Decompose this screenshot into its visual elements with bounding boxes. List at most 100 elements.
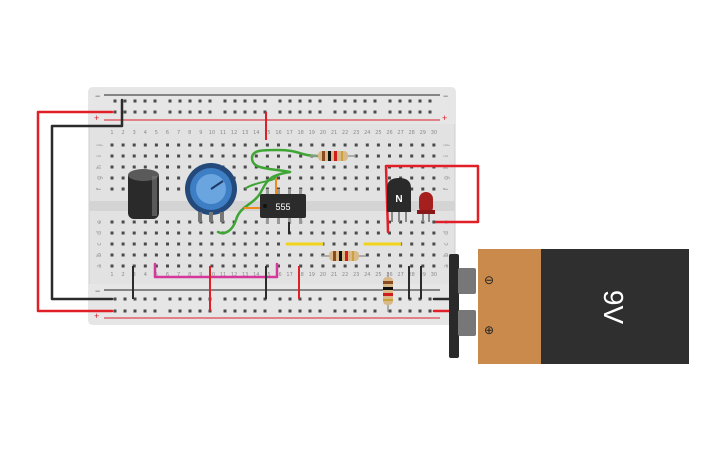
breadboard-hole[interactable] — [354, 154, 358, 158]
breadboard-hole[interactable] — [123, 297, 127, 301]
breadboard-hole[interactable] — [208, 99, 212, 103]
breadboard-hole[interactable] — [210, 154, 214, 158]
breadboard-hole[interactable] — [143, 264, 147, 268]
breadboard-hole[interactable] — [110, 220, 114, 224]
breadboard-hole[interactable] — [388, 309, 392, 313]
breadboard-hole[interactable] — [288, 309, 292, 313]
breadboard-hole[interactable] — [343, 220, 347, 224]
breadboard-hole[interactable] — [432, 187, 436, 191]
breadboard-hole[interactable] — [113, 110, 117, 114]
breadboard-hole[interactable] — [432, 253, 436, 257]
breadboard-hole[interactable] — [421, 154, 425, 158]
breadboard-hole[interactable] — [113, 297, 117, 301]
breadboard-hole[interactable] — [188, 110, 192, 114]
breadboard-hole[interactable] — [410, 231, 414, 235]
breadboard-hole[interactable] — [399, 143, 403, 147]
breadboard-hole[interactable] — [432, 231, 436, 235]
breadboard-hole[interactable] — [310, 143, 314, 147]
breadboard-hole[interactable] — [177, 242, 181, 246]
breadboard-hole[interactable] — [210, 253, 214, 257]
breadboard-hole[interactable] — [154, 264, 158, 268]
breadboard-hole[interactable] — [373, 297, 377, 301]
breadboard-hole[interactable] — [110, 187, 114, 191]
breadboard-hole[interactable] — [354, 187, 358, 191]
breadboard-hole[interactable] — [110, 231, 114, 235]
breadboard-hole[interactable] — [428, 99, 432, 103]
breadboard-hole[interactable] — [332, 220, 336, 224]
breadboard-hole[interactable] — [123, 99, 127, 103]
resistor-top[interactable] — [310, 151, 356, 161]
breadboard-hole[interactable] — [153, 309, 157, 313]
breadboard-hole[interactable] — [121, 231, 125, 235]
breadboard-hole[interactable] — [343, 297, 347, 301]
breadboard-hole[interactable] — [243, 253, 247, 257]
breadboard-hole[interactable] — [154, 143, 158, 147]
breadboard-hole[interactable] — [232, 154, 236, 158]
breadboard-hole[interactable] — [210, 242, 214, 246]
breadboard-hole[interactable] — [428, 309, 432, 313]
breadboard-hole[interactable] — [373, 110, 377, 114]
breadboard-hole[interactable] — [343, 143, 347, 147]
breadboard-hole[interactable] — [321, 176, 325, 180]
breadboard-hole[interactable] — [288, 99, 292, 103]
breadboard-hole[interactable] — [277, 165, 280, 169]
breadboard-hole[interactable] — [223, 110, 227, 114]
breadboard-hole[interactable] — [254, 154, 258, 158]
breadboard-hole[interactable] — [143, 309, 147, 313]
breadboard-hole[interactable] — [333, 110, 337, 114]
breadboard-hole[interactable] — [308, 110, 312, 114]
breadboard-hole[interactable] — [178, 99, 182, 103]
breadboard-hole[interactable] — [168, 110, 172, 114]
breadboard-hole[interactable] — [365, 187, 369, 191]
breadboard-hole[interactable] — [332, 165, 336, 169]
breadboard-hole[interactable] — [153, 297, 157, 301]
breadboard-hole[interactable] — [333, 99, 337, 103]
breadboard-hole[interactable] — [432, 143, 436, 147]
breadboard-hole[interactable] — [168, 99, 172, 103]
breadboard-hole[interactable] — [254, 220, 258, 224]
breadboard-hole[interactable] — [132, 165, 136, 169]
breadboard-hole[interactable] — [388, 220, 391, 224]
breadboard-hole[interactable] — [210, 264, 214, 268]
breadboard-hole[interactable] — [353, 99, 357, 103]
breadboard-hole[interactable] — [365, 264, 369, 268]
breadboard-hole[interactable] — [388, 154, 391, 158]
breadboard-hole[interactable] — [253, 309, 257, 313]
breadboard-hole[interactable] — [318, 309, 322, 313]
breadboard-hole[interactable] — [398, 99, 402, 103]
breadboard-hole[interactable] — [365, 220, 369, 224]
breadboard-hole[interactable] — [388, 264, 391, 268]
breadboard-hole[interactable] — [343, 165, 347, 169]
breadboard-hole[interactable] — [428, 297, 432, 301]
breadboard-hole[interactable] — [265, 231, 269, 235]
breadboard-hole[interactable] — [199, 143, 203, 147]
breadboard-hole[interactable] — [343, 99, 347, 103]
breadboard-hole[interactable] — [399, 176, 403, 180]
breadboard-hole[interactable] — [333, 309, 337, 313]
breadboard-hole[interactable] — [376, 176, 380, 180]
breadboard-hole[interactable] — [198, 99, 202, 103]
breadboard-hole[interactable] — [310, 165, 314, 169]
breadboard-hole[interactable] — [121, 242, 125, 246]
breadboard-hole[interactable] — [299, 143, 303, 147]
breadboard-hole[interactable] — [321, 253, 325, 257]
breadboard-hole[interactable] — [232, 253, 236, 257]
breadboard-hole[interactable] — [110, 143, 114, 147]
breadboard-hole[interactable] — [343, 309, 347, 313]
breadboard-hole[interactable] — [376, 231, 380, 235]
breadboard-hole[interactable] — [177, 165, 181, 169]
breadboard-hole[interactable] — [121, 154, 125, 158]
breadboard-hole[interactable] — [154, 165, 158, 169]
breadboard-hole[interactable] — [365, 165, 369, 169]
breadboard-hole[interactable] — [363, 110, 367, 114]
breadboard-hole[interactable] — [143, 231, 147, 235]
transistor-npn[interactable]: N — [387, 178, 411, 222]
breadboard-hole[interactable] — [298, 99, 302, 103]
breadboard-hole[interactable] — [113, 99, 117, 103]
breadboard-hole[interactable] — [432, 154, 436, 158]
breadboard-hole[interactable] — [288, 110, 292, 114]
breadboard-hole[interactable] — [178, 110, 182, 114]
breadboard-hole[interactable] — [265, 176, 269, 180]
breadboard-hole[interactable] — [166, 154, 169, 158]
